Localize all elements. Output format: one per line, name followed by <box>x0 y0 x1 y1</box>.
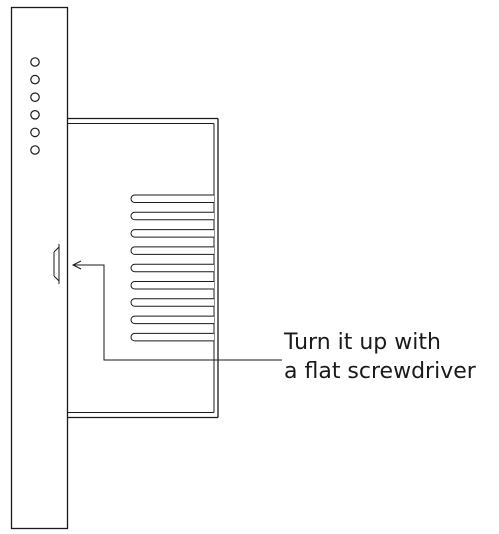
cooling-fin <box>130 298 214 307</box>
callout-line-2: a flat screwdriver <box>284 359 476 384</box>
cooling-fin <box>130 263 214 273</box>
indicator-led <box>30 127 40 138</box>
callout-leader-arrow <box>71 260 282 361</box>
indicator-led <box>30 145 40 155</box>
cooling-fin <box>130 315 214 325</box>
indicator-leds <box>30 57 40 155</box>
cooling-fin <box>130 194 214 203</box>
callout-line-1: Turn it up with <box>284 330 441 355</box>
indicator-led <box>30 110 40 120</box>
rear-housing <box>67 117 219 419</box>
cooling-fins <box>130 194 214 342</box>
cooling-fin <box>130 246 214 255</box>
cooling-fin <box>130 281 214 290</box>
front-panel <box>10 6 69 530</box>
adjustment-screw-slot <box>53 244 60 284</box>
indicator-led <box>30 92 40 102</box>
cooling-fin <box>130 211 214 221</box>
callout-label: Turn it up with a flat screwdriver <box>284 328 476 386</box>
cooling-fin <box>130 332 214 342</box>
indicator-led <box>30 57 40 67</box>
cooling-fin <box>130 229 214 238</box>
indicator-led <box>30 74 40 85</box>
